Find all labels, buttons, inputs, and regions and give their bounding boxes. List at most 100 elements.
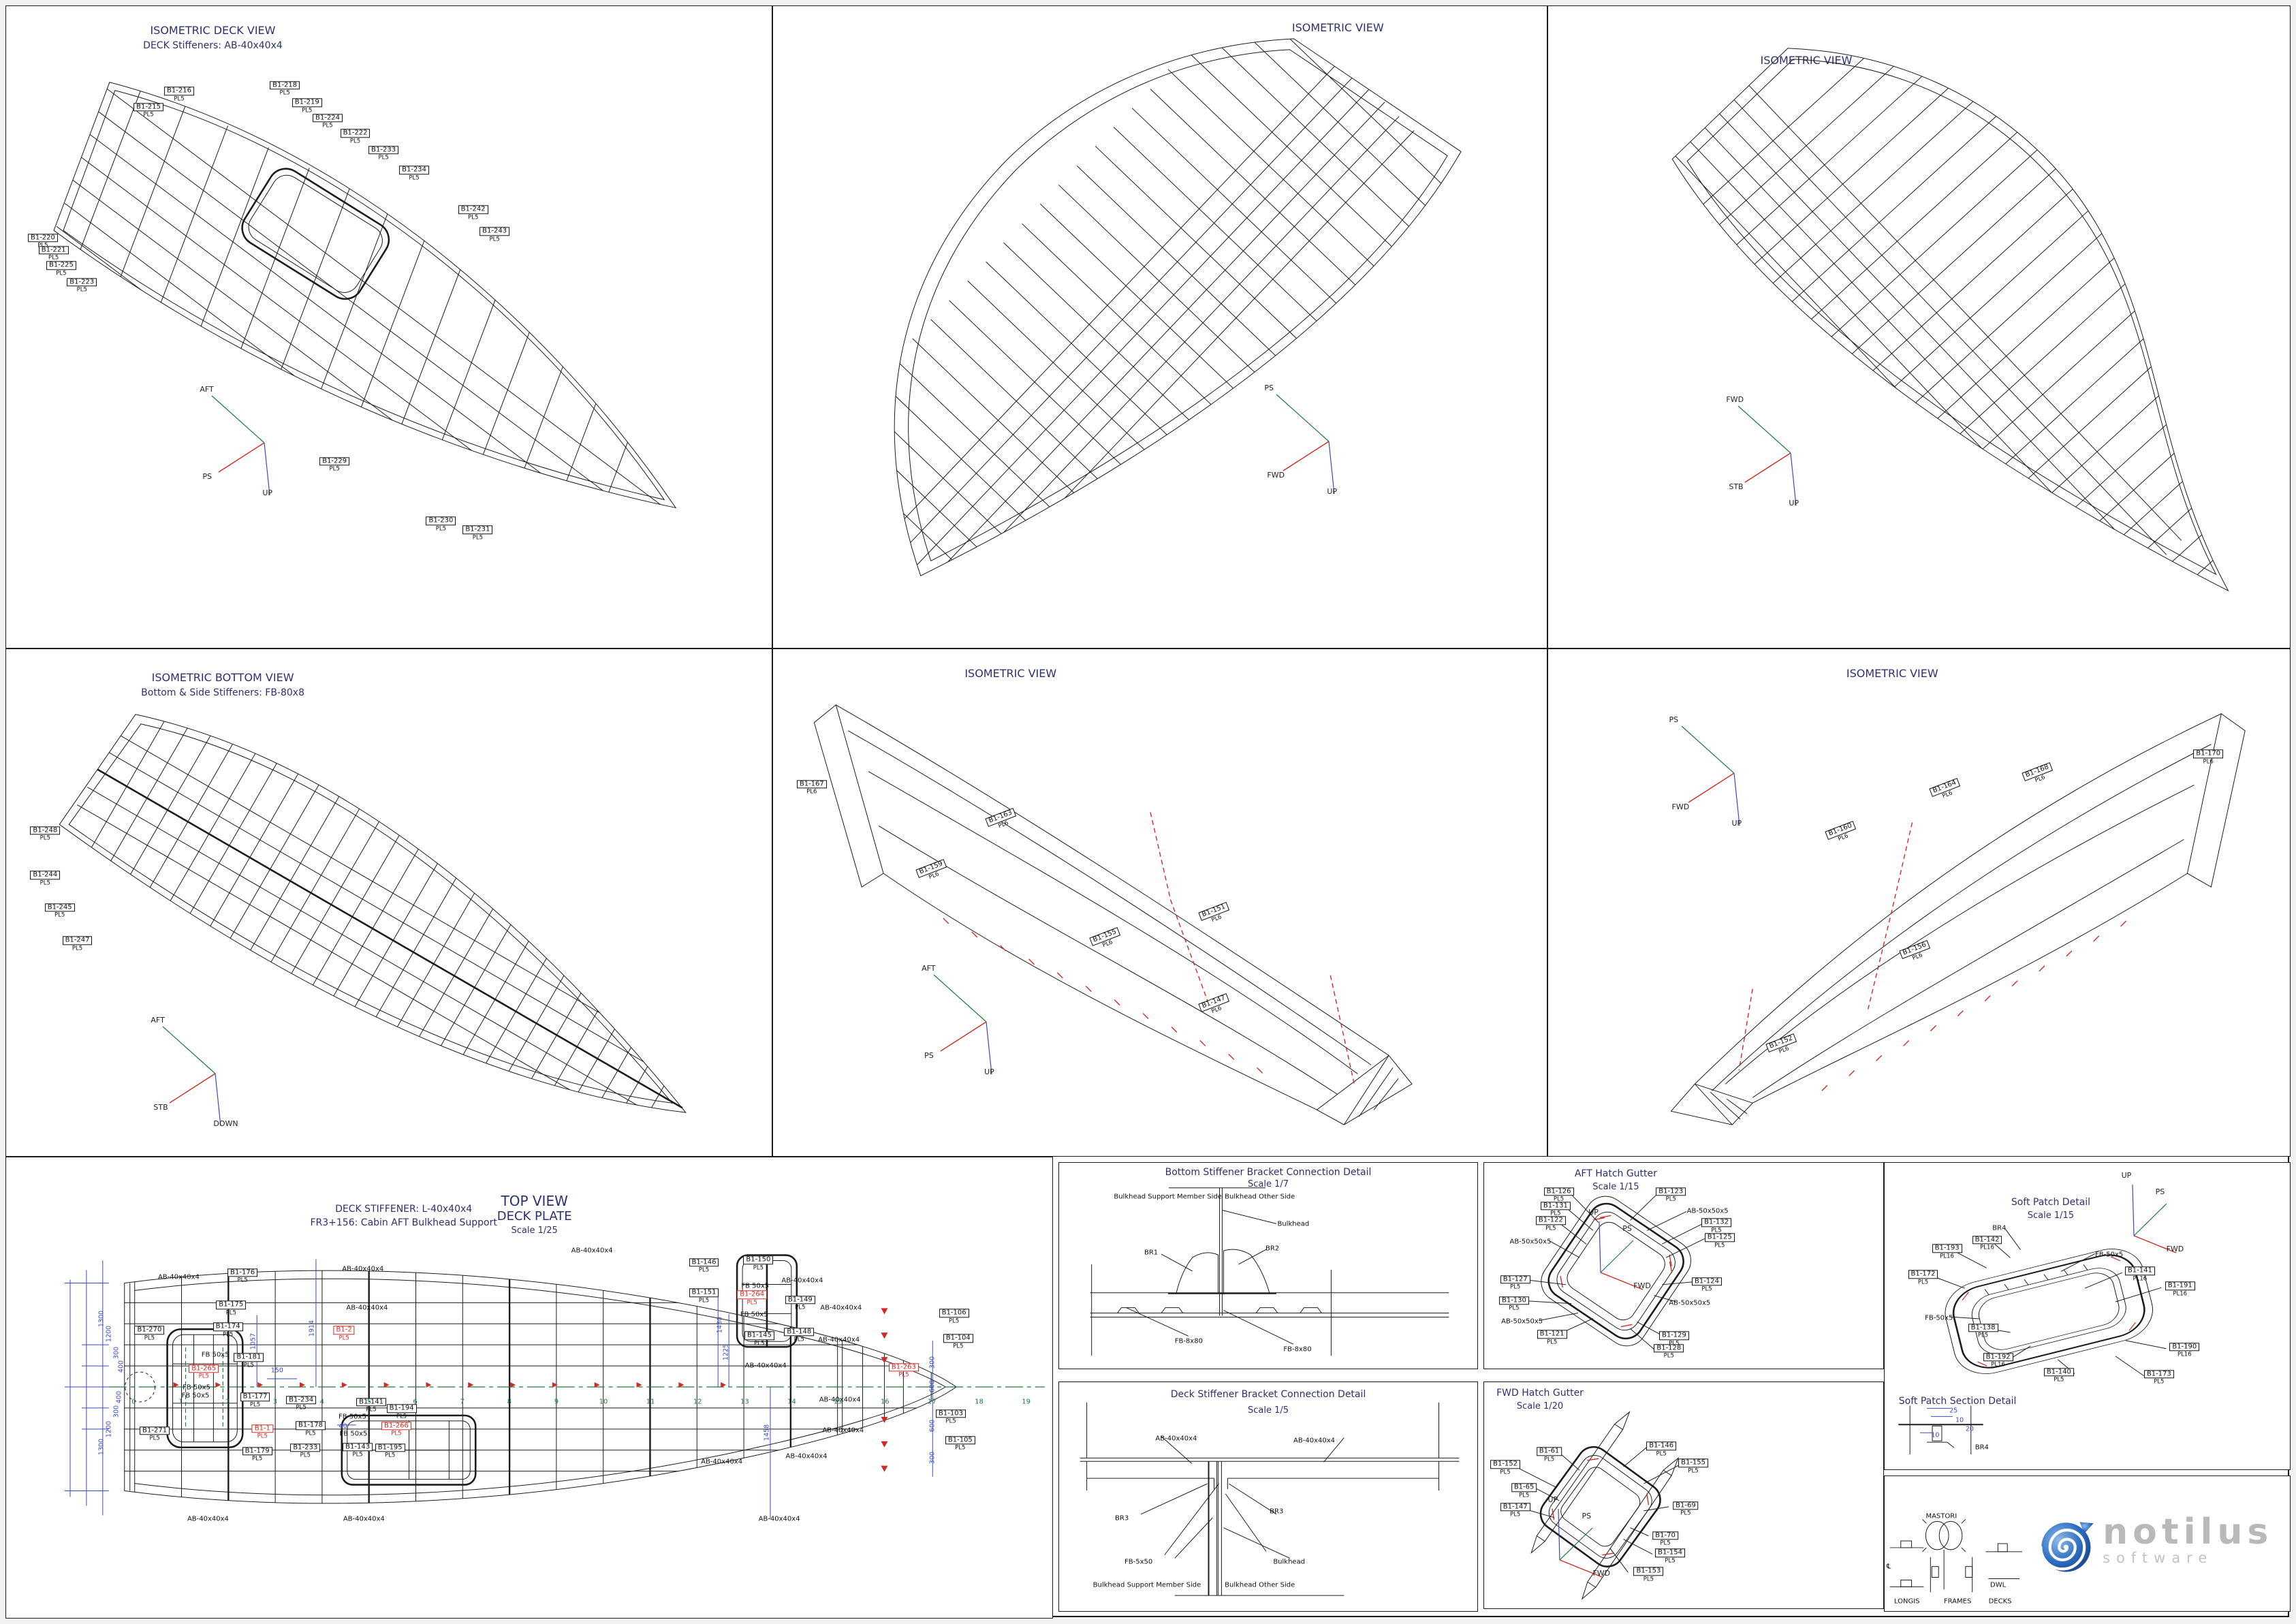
axis-label: FWD xyxy=(1671,802,1690,811)
part-label: 300 xyxy=(112,1405,121,1418)
deck-stiffener-note2: FR3+156: Cabin AFT Bulkhead Support xyxy=(310,1217,497,1228)
axis-label: AFT xyxy=(200,384,214,394)
legend-label: ℄ xyxy=(1886,1563,1891,1571)
part-label: AB-40x40x4 xyxy=(187,1515,229,1523)
part-label: 1458 xyxy=(763,1424,771,1441)
part-label: 1300 xyxy=(97,1438,106,1455)
panel-title: Soft Patch Detail xyxy=(2011,1197,2091,1208)
part-label: 8 xyxy=(507,1398,512,1406)
part-label: BR4 xyxy=(1992,1224,2007,1232)
part-label: B1-129PL5 xyxy=(1658,1328,1689,1347)
detail-label: FB-8x80 xyxy=(1174,1337,1203,1345)
part-label: 0 xyxy=(131,1398,136,1406)
detail-label: BR2 xyxy=(1265,1245,1280,1253)
part-label: AB-50x50x5 xyxy=(1509,1238,1552,1246)
part-label: AB-40x40x4 xyxy=(346,1304,388,1312)
axis-label: PS xyxy=(202,471,212,481)
part-label: AB-40x40x4 xyxy=(571,1247,613,1255)
part-label: FB 50x5 xyxy=(183,1384,210,1392)
part-label: 15 xyxy=(833,1398,843,1406)
detail-label: Bulkhead xyxy=(1273,1558,1306,1566)
part-label: AB-40x40x4 xyxy=(758,1515,800,1523)
legend-label: DWL xyxy=(1990,1581,2007,1589)
part-label: AB-40x40x4 xyxy=(785,1452,828,1461)
panel-scale: Scale 1/20 xyxy=(1516,1401,1564,1411)
part-label: 7 xyxy=(460,1398,465,1406)
axis-label: UP xyxy=(1327,486,1338,496)
part-label: 6 xyxy=(413,1398,418,1406)
axis-label: UP xyxy=(1547,1495,1558,1504)
axis-triad: PS FWD UP xyxy=(1264,384,1366,499)
hull-shell-drawing xyxy=(813,704,1413,1125)
axis-label: UP xyxy=(1588,1208,1599,1217)
part-label: AB-40x40x4 xyxy=(157,1273,200,1281)
part-label: 13 xyxy=(740,1398,749,1406)
hull-shell-drawing xyxy=(1670,713,2246,1125)
axis-label: UP xyxy=(1731,818,1742,828)
part-label: AB-40x40x4 xyxy=(818,1336,860,1344)
part-label: 14 xyxy=(787,1398,796,1406)
axis-label: FWD xyxy=(1267,470,1285,480)
part-label: 10 xyxy=(1955,1416,1964,1424)
panel-isometric-bottom-view: ISOMETRIC BOTTOM VIEW Bottom & Side Stif… xyxy=(5,649,772,1157)
hatch-gutter-drawing xyxy=(1525,1193,1705,1351)
panel-title2: DECK PLATE xyxy=(497,1209,572,1223)
panel-top-view-deck-plate: TOP VIEW DECK PLATE Scale 1/25 DECK STIF… xyxy=(5,1157,1053,1619)
legend-symbols xyxy=(1889,1519,2022,1593)
part-label: AB-40x40x4 xyxy=(820,1304,862,1312)
panel-scale: Scale 1/15 xyxy=(1592,1182,1639,1192)
part-label: AB-50x50x5 xyxy=(1669,1299,1711,1307)
panel-soft-patch-detail: Soft Patch Detail Scale 1/15 Soft Patch … xyxy=(1884,1162,2291,1470)
panel-title: ISOMETRIC VIEW xyxy=(1846,667,1938,680)
axis-triad: FWD STB UP xyxy=(1726,395,1828,511)
part-label: 1430 xyxy=(716,1316,724,1334)
panel-title: ISOMETRIC VIEW xyxy=(1760,54,1853,67)
part-label: 1057 xyxy=(249,1333,257,1350)
part-label: 3 xyxy=(272,1398,277,1406)
axis-label: PS xyxy=(1669,715,1679,724)
part-label: FB 50x5 xyxy=(201,1351,230,1359)
panel-bottom-stiffener-bracket-detail: Bottom Stiffener Bracket Connection Deta… xyxy=(1058,1162,1478,1369)
panel-isometric-framing-view-fwd: ISOMETRIC VIEW FWD STB UP xyxy=(1547,5,2291,649)
panel-title: Deck Stiffener Bracket Connection Detail xyxy=(1170,1389,1366,1400)
panel-subtitle: Bottom & Side Stiffeners: FB-80x8 xyxy=(141,687,304,698)
